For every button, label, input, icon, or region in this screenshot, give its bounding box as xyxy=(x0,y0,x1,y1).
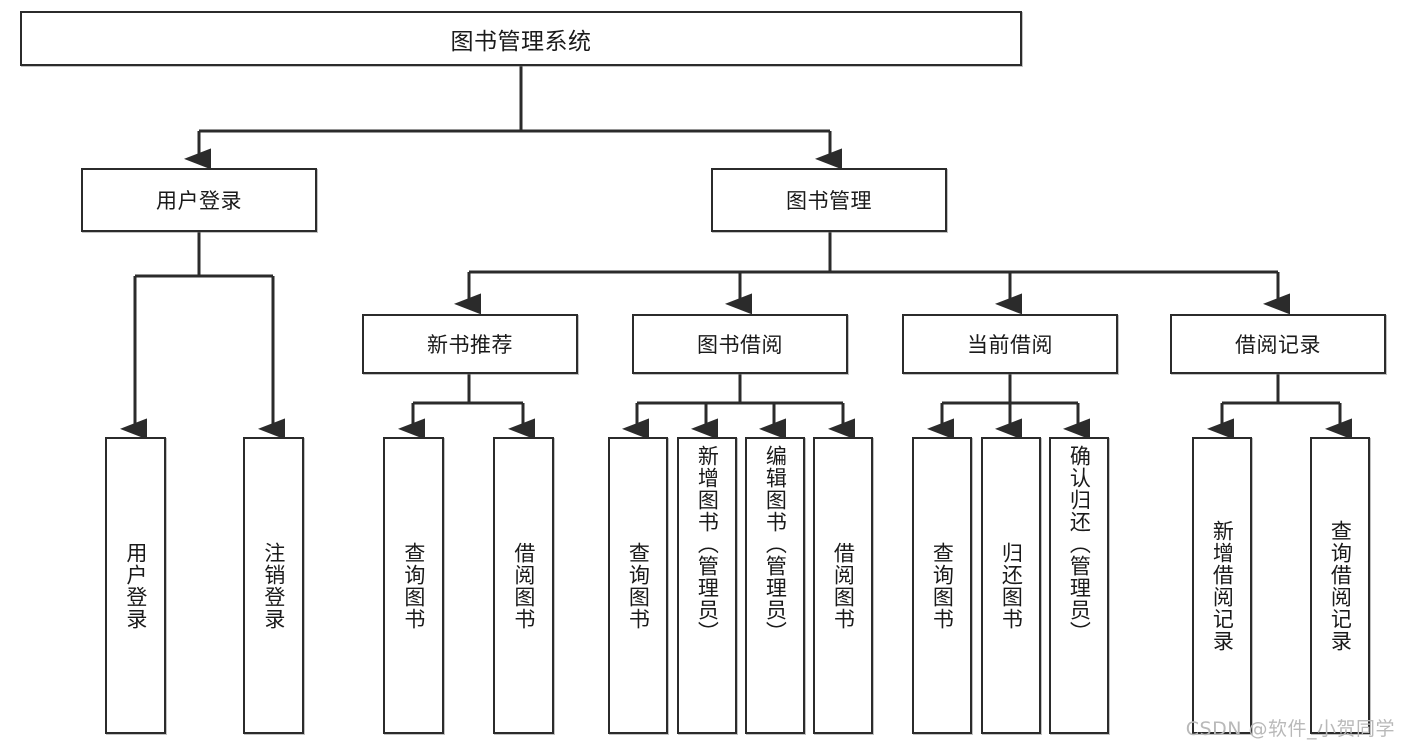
node-leaf-add-book[interactable]: 新增图书（管理员） xyxy=(677,437,737,734)
node-leaf-return-book[interactable]: 归还图书 xyxy=(981,437,1041,734)
node-leaf-user-login-label: 用户登录 xyxy=(123,541,148,630)
node-leaf-query-book-3-label: 查询图书 xyxy=(930,541,955,630)
node-user-login-label: 用户登录 xyxy=(156,189,242,213)
node-leaf-query-book-3[interactable]: 查询图书 xyxy=(912,437,972,734)
node-root-label: 图书管理系统 xyxy=(450,28,592,55)
node-book-borrow[interactable]: 图书借阅 xyxy=(632,314,848,374)
node-current-borrow[interactable]: 当前借阅 xyxy=(902,314,1118,374)
node-borrow-record[interactable]: 借阅记录 xyxy=(1170,314,1386,374)
node-leaf-query-record-label: 查询借阅记录 xyxy=(1328,519,1353,652)
node-leaf-logout-login-label: 注销登录 xyxy=(261,541,286,630)
node-leaf-borrow-book-2[interactable]: 借阅图书 xyxy=(813,437,873,734)
node-leaf-confirm-return[interactable]: 确认归还（管理员） xyxy=(1049,437,1109,734)
node-leaf-query-record[interactable]: 查询借阅记录 xyxy=(1310,437,1370,734)
node-root[interactable]: 图书管理系统 xyxy=(20,11,1022,66)
node-borrow-record-label: 借阅记录 xyxy=(1235,333,1321,357)
node-leaf-logout-login[interactable]: 注销登录 xyxy=(243,437,304,734)
node-book-borrow-label: 图书借阅 xyxy=(697,333,783,357)
node-leaf-confirm-return-label: 确认归还（管理员） xyxy=(1067,445,1092,643)
node-leaf-borrow-book-1-label: 借阅图书 xyxy=(511,541,536,630)
node-new-book-recommend-label: 新书推荐 xyxy=(427,333,513,357)
node-leaf-edit-book[interactable]: 编辑图书（管理员） xyxy=(745,437,805,734)
node-user-login[interactable]: 用户登录 xyxy=(81,168,317,232)
node-leaf-query-book-2[interactable]: 查询图书 xyxy=(608,437,668,734)
node-leaf-add-record[interactable]: 新增借阅记录 xyxy=(1192,437,1252,734)
node-leaf-borrow-book-2-label: 借阅图书 xyxy=(831,541,856,630)
node-new-book-recommend[interactable]: 新书推荐 xyxy=(362,314,578,374)
node-leaf-add-record-label: 新增借阅记录 xyxy=(1210,519,1235,652)
node-leaf-borrow-book-1[interactable]: 借阅图书 xyxy=(493,437,554,734)
node-current-borrow-label: 当前借阅 xyxy=(967,333,1053,357)
node-book-management[interactable]: 图书管理 xyxy=(711,168,947,232)
node-leaf-query-book-2-label: 查询图书 xyxy=(626,541,651,630)
node-leaf-query-book-1-label: 查询图书 xyxy=(401,541,426,630)
node-book-management-label: 图书管理 xyxy=(786,189,872,213)
node-leaf-query-book-1[interactable]: 查询图书 xyxy=(383,437,444,734)
node-leaf-user-login[interactable]: 用户登录 xyxy=(105,437,166,734)
watermark-text: CSDN @软件_小贺同学 xyxy=(1185,718,1395,740)
node-leaf-edit-book-label: 编辑图书（管理员） xyxy=(763,445,788,643)
node-leaf-return-book-label: 归还图书 xyxy=(999,541,1024,630)
node-leaf-add-book-label: 新增图书（管理员） xyxy=(695,445,720,643)
